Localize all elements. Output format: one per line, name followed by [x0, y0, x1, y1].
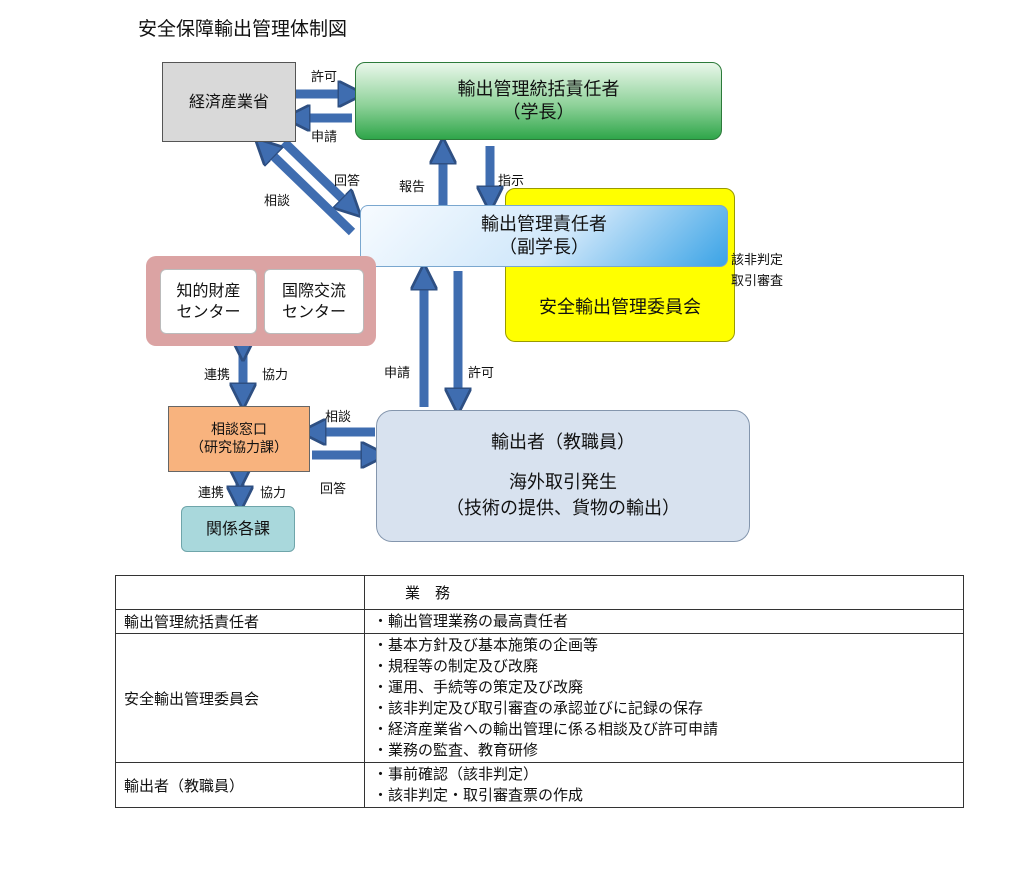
table-role-cell: 輸出管理統括責任者	[115, 609, 365, 634]
arrow-manager-to-meti	[264, 147, 356, 236]
label-assist-b: 協力	[260, 486, 287, 501]
manager-title: 輸出管理責任者	[481, 213, 607, 235]
table-row: 輸出者（教職員） ・事前確認（該非判定） ・該非判定・取引審査票の作成	[115, 762, 964, 808]
table-header-row: 業 務	[115, 575, 964, 610]
manager-box: 輸出管理責任者 （副学長）	[360, 205, 728, 267]
exporter-title: 輸出者（教職員）	[491, 431, 635, 453]
exporter-detail: （技術の提供、貨物の輸出）	[446, 498, 680, 520]
chief-title: 輸出管理統括責任者	[457, 78, 620, 100]
label-answer-low: 回答	[320, 482, 347, 497]
chief-box: 輸出管理統括責任者 （学長）	[355, 62, 722, 140]
label-cooperate-a: 連携	[204, 368, 231, 383]
related-box: 関係各課	[181, 506, 295, 552]
chief-subtitle: （学長）	[502, 102, 575, 123]
label-permit-mid: 許可	[468, 366, 495, 381]
label-consult-low: 相談	[325, 410, 352, 425]
intl-center-box: 国際交流 センター	[264, 269, 364, 334]
label-answer: 回答	[334, 174, 361, 189]
table-row: 安全輸出管理委員会 ・基本方針及び基本施策の企画等 ・規程等の制定及び改廃 ・運…	[115, 633, 964, 763]
committee-note: 該非判定 取引審査	[731, 253, 784, 289]
manager-subtitle: （副学長）	[499, 237, 589, 258]
label-permit-top: 許可	[311, 70, 338, 85]
table-row: 輸出管理統括責任者 ・輸出管理業務の最高責任者	[115, 609, 964, 634]
table-role-cell: 安全輸出管理委員会	[115, 633, 365, 763]
label-assist-a: 協力	[262, 368, 289, 383]
table-header-cell	[115, 575, 365, 610]
table-duty-cell: ・輸出管理業務の最高責任者	[364, 609, 964, 634]
committee-label: 安全輸出管理委員会	[539, 296, 701, 318]
table-duty-cell: ・基本方針及び基本施策の企画等 ・規程等の制定及び改廃 ・運用、手続等の策定及び…	[364, 633, 964, 763]
label-apply-mid: 申請	[384, 366, 411, 381]
meti-box: 経済産業省	[162, 62, 296, 142]
label-consult-diag: 相談	[264, 194, 291, 209]
table-duty-cell: ・事前確認（該非判定） ・該非判定・取引審査票の作成	[364, 762, 964, 808]
label-apply-top: 申請	[311, 130, 338, 145]
label-report: 報告	[399, 180, 426, 195]
exporter-event: 海外取引発生	[509, 471, 617, 493]
ip-center-box: 知的財産 センター	[160, 269, 257, 334]
table-role-cell: 輸出者（教職員）	[115, 762, 365, 808]
label-instruct: 指示	[498, 174, 525, 189]
diagram-title: 安全保障輸出管理体制図	[138, 18, 348, 40]
exporter-box: 輸出者（教職員） 海外取引発生 （技術の提供、貨物の輸出）	[376, 410, 750, 542]
label-cooperate-b: 連携	[198, 486, 225, 501]
consult-box: 相談窓口 （研究協力課）	[168, 406, 310, 472]
arrow-layer	[0, 0, 1024, 570]
arrow-meti-to-manager	[280, 138, 352, 208]
table-header-cell: 業 務	[364, 575, 964, 610]
meti-label: 経済産業省	[188, 91, 269, 111]
duties-table: 業 務 輸出管理統括責任者 ・輸出管理業務の最高責任者 安全輸出管理委員会 ・基…	[115, 575, 964, 808]
